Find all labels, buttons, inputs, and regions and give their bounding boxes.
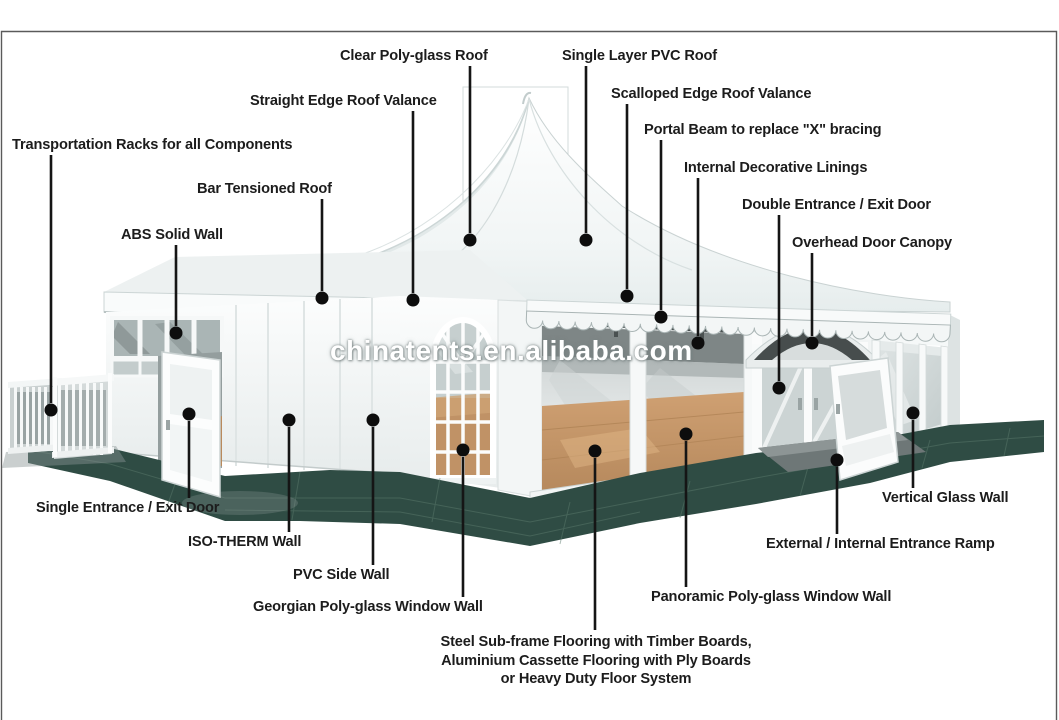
label-internal-decorative-linings: Internal Decorative Linings	[684, 160, 868, 176]
roof-peak-tip	[522, 91, 532, 105]
label-transportation-racks: Transportation Racks for all Components	[12, 137, 293, 153]
transportation-racks	[2, 373, 126, 468]
label-georgian-poly-glass-window-wall: Georgian Poly-glass Window Wall	[253, 599, 483, 615]
roof-seam	[349, 98, 530, 259]
double-door-open-leaf	[829, 357, 899, 481]
label-vertical-glass-wall: Vertical Glass Wall	[882, 490, 1009, 506]
wing-roof-plane	[104, 250, 527, 300]
floor-note-line-2: Aluminium Cassette Flooring with Ply Boa…	[441, 652, 751, 669]
label-panoramic-poly-glass-window-wall: Panoramic Poly-glass Window Wall	[651, 589, 892, 605]
door-shadow	[182, 491, 298, 515]
right-side-return	[948, 314, 960, 430]
label-single-layer-pvc-roof: Single Layer PVC Roof	[562, 48, 717, 64]
label-double-entrance-exit-door: Double Entrance / Exit Door	[742, 197, 931, 213]
label-external-internal-entrance-ramp: External / Internal Entrance Ramp	[766, 536, 995, 552]
label-flooring-note: Steel Sub-frame Flooring with Timber Boa…	[420, 633, 772, 689]
floor-note-line-1: Steel Sub-frame Flooring with Timber Boa…	[440, 634, 752, 650]
label-overhead-door-canopy: Overhead Door Canopy	[792, 235, 952, 251]
portal-beam-drop	[614, 327, 618, 337]
label-clear-poly-glass-roof: Clear Poly-glass Roof	[340, 48, 488, 64]
scallop-fringe	[525, 310, 951, 343]
label-pvc-side-wall: PVC Side Wall	[293, 567, 390, 583]
label-single-entrance-exit-door: Single Entrance / Exit Door	[36, 500, 220, 516]
floor-note-line-3: or Heavy Duty Floor System	[500, 671, 692, 687]
photo-border	[0, 30, 1058, 720]
label-iso-therm-wall: ISO-THERM Wall	[188, 534, 302, 550]
roof-seam	[528, 98, 693, 271]
scalloped-valance	[525, 299, 952, 343]
wall-base-line	[105, 451, 401, 475]
transport-rack-front	[52, 373, 114, 459]
label-bar-tensioned-roof: Bar Tensioned Roof	[197, 181, 332, 197]
transport-rack-back	[8, 378, 62, 454]
door-handle	[814, 398, 818, 410]
watermark: chinatents.en.alibaba.com	[330, 335, 693, 366]
portal-beam-drop	[700, 331, 704, 341]
door-handle	[166, 420, 170, 430]
single-entrance-door	[161, 351, 221, 499]
label-straight-edge-roof-valance: Straight Edge Roof Valance	[250, 93, 437, 109]
label-portal-beam: Portal Beam to replace "X" bracing	[644, 122, 882, 138]
door-handle	[798, 398, 802, 410]
corner-post	[497, 299, 543, 499]
label-scalloped-edge-roof-valance: Scalloped Edge Roof Valance	[611, 86, 812, 102]
label-abs-solid-wall: ABS Solid Wall	[121, 227, 223, 243]
georgian-window-frame	[430, 317, 496, 481]
